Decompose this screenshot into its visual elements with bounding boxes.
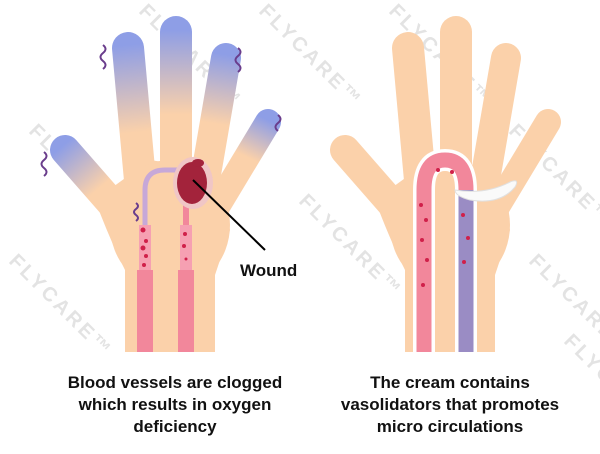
healthy-vessel — [413, 148, 477, 352]
right-caption: The cream contains vasolidators that pro… — [300, 372, 600, 438]
left-caption: Blood vessels are clogged which results … — [25, 372, 325, 438]
wound-label: Wound — [240, 261, 298, 280]
cream-blob — [454, 180, 518, 202]
left-hand — [50, 16, 281, 352]
wound-pointer-line — [192, 179, 266, 251]
clogged-vessel — [137, 157, 213, 352]
caption-line: vasolidators that promotes — [340, 395, 560, 414]
caption-line: deficiency — [133, 417, 217, 436]
cold-squiggle-icon — [40, 44, 282, 222]
right-hand — [330, 16, 561, 352]
caption-line: The cream contains — [370, 373, 530, 392]
wound — [177, 162, 207, 204]
caption-line: micro circulations — [376, 417, 524, 436]
caption-line: Blood vessels are clogged — [67, 373, 283, 392]
caption-line: which results in oxygen — [78, 395, 272, 414]
